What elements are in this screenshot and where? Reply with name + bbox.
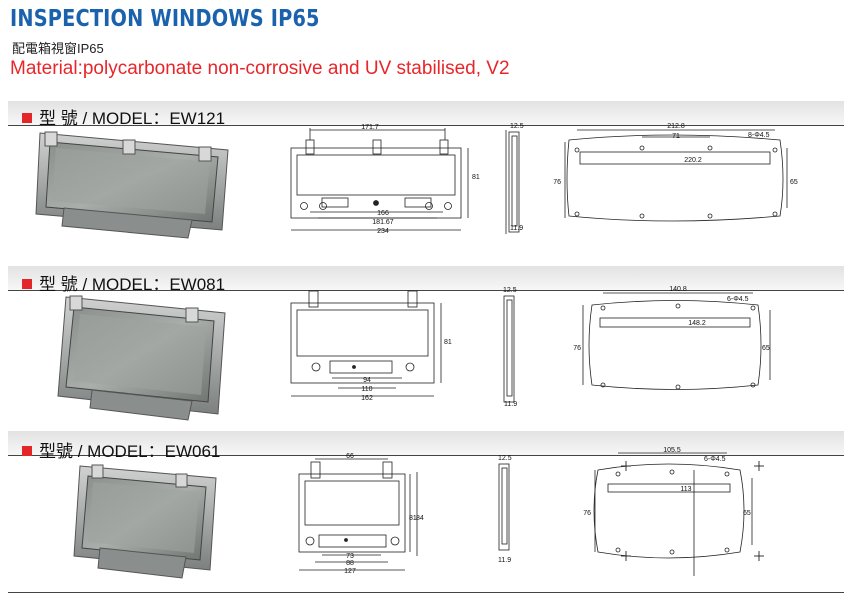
dim-side-bottom: 11.9 xyxy=(510,225,523,232)
product-photo-ew081 xyxy=(57,295,226,421)
dim-h2: 84 xyxy=(416,515,424,522)
dim-d1: 94 xyxy=(363,377,371,384)
model-label-ew061: 型號 / MODEL：EW061 xyxy=(22,437,220,462)
red-square-icon xyxy=(22,446,32,456)
section-divider xyxy=(8,455,844,456)
dim-side-bottom: 11.9 xyxy=(504,401,517,408)
section-divider xyxy=(8,125,844,126)
page-subtitle: 配電箱視窗IP65 xyxy=(12,41,104,56)
side-drawing-ew121 xyxy=(505,130,520,234)
page-title: INSPECTION WINDOWS IP65 xyxy=(10,6,320,32)
dim-width: 113 xyxy=(680,486,691,493)
dim-d2: 110 xyxy=(361,386,372,393)
product-photo-ew121 xyxy=(35,131,229,239)
section-divider xyxy=(8,290,844,291)
dim-d3: 234 xyxy=(377,228,389,235)
dim-side-top: 12.5 xyxy=(503,287,517,294)
red-square-icon xyxy=(22,113,32,123)
dim-h1: 76 xyxy=(553,179,561,186)
dim-cutout-top: 212.8 xyxy=(667,123,685,130)
dim-h1: 81 xyxy=(409,515,417,522)
dim-d3: 127 xyxy=(344,568,356,575)
cutout-drawing-ew081 xyxy=(582,292,771,390)
dim-h2: 65 xyxy=(762,345,770,352)
dim-height: 81 xyxy=(444,339,452,346)
side-drawing-ew061 xyxy=(498,463,510,551)
red-square-icon xyxy=(22,279,32,289)
section-band-ew061 xyxy=(8,431,844,455)
dim-d2: 88 xyxy=(346,560,354,567)
dim-top: 66 xyxy=(346,453,354,460)
dim-holes: 6-Φ4.5 xyxy=(704,456,726,463)
cutout-drawing-ew121 xyxy=(564,129,788,222)
front-drawing-ew061 xyxy=(298,458,418,571)
model-label-ew081: 型 號 / MODEL：EW081 xyxy=(22,270,225,295)
front-drawing-ew121 xyxy=(290,128,469,231)
dim-side-top: 12.5 xyxy=(498,455,512,462)
section-band-ew081 xyxy=(8,266,844,290)
dim-h2: 65 xyxy=(743,510,751,517)
bottom-divider xyxy=(8,592,844,593)
dim-width: 148.2 xyxy=(688,320,706,327)
section-band-ew121 xyxy=(8,101,844,125)
dim-cutout-top: 105.5 xyxy=(663,447,681,454)
model-label-ew121: 型 號 / MODEL：EW121 xyxy=(22,104,225,129)
dim-cutout-top: 140.8 xyxy=(669,286,687,293)
dim-inner: 71 xyxy=(672,133,680,140)
dim-d3: 162 xyxy=(361,395,373,402)
dim-holes: 8-Φ4.5 xyxy=(748,132,770,139)
side-drawing-ew081 xyxy=(503,295,515,403)
front-drawing-ew081 xyxy=(290,290,442,397)
dim-h1: 76 xyxy=(583,510,591,517)
dim-top: 171.7 xyxy=(361,124,379,131)
dim-side-top: 12.5 xyxy=(510,123,524,130)
dim-d2: 181.67 xyxy=(372,219,394,226)
material-note: Material:polycarbonate non-corrosive and… xyxy=(10,58,510,79)
dim-width: 220.2 xyxy=(684,157,702,164)
dim-h1: 76 xyxy=(573,345,581,352)
product-photo-ew061 xyxy=(73,464,217,579)
dim-holes: 6-Φ4.5 xyxy=(727,296,749,303)
dim-height: 81 xyxy=(472,174,480,181)
dim-d1: 166 xyxy=(377,210,389,217)
dim-side-bottom: 11.9 xyxy=(498,557,511,564)
crosshair-markers xyxy=(621,461,764,561)
cutout-drawing-ew061 xyxy=(593,452,753,576)
dim-h2: 65 xyxy=(790,179,798,186)
dim-d1: 73 xyxy=(346,553,354,560)
